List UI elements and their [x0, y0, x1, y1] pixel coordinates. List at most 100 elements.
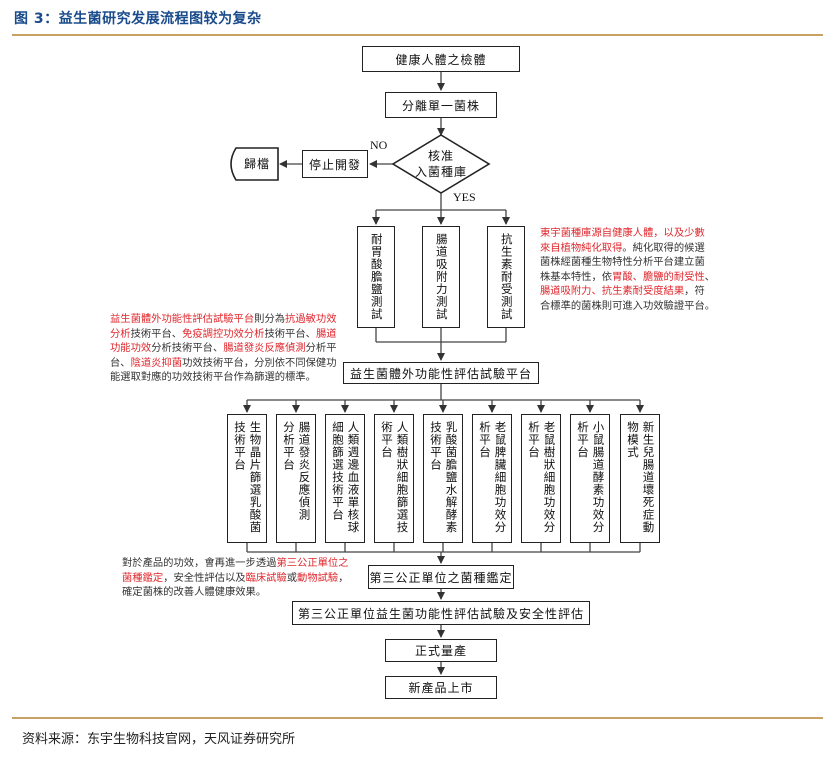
third-party-evaluation-box: 第三公正單位益生菌功能性評估試驗及安全性評估: [292, 601, 590, 625]
note-text: 技術平台、: [264, 327, 316, 340]
box-text-column: 新生兒腸道壞死症動: [641, 421, 656, 534]
top-rule: [12, 34, 823, 36]
note-text: 則分為: [254, 313, 286, 325]
note-highlight: 胃酸、膽鹽的耐受性: [612, 270, 705, 283]
box-text-column: 小鼠腸道酵素功效分: [591, 421, 606, 534]
decision-line-2: 入菌種庫: [414, 165, 467, 179]
note-text: ，安全性評估以及: [163, 571, 246, 584]
note-text: 株基本特性，依: [540, 270, 613, 283]
decision-label: 核准 入菌種庫: [401, 148, 481, 180]
box-text-column: 術平台: [380, 421, 394, 459]
box-text-column: 人類週邊血液單核球: [346, 421, 361, 534]
note-highlight: 腸道: [315, 327, 337, 340]
note-line: 分析技術平台、免疫調控功效分析技術平台、腸道: [110, 327, 355, 342]
test-box-antibiotic: 抗生素耐受測試: [487, 226, 525, 328]
analysis-box-4: 人類樹狀細胞篩選技術平台: [374, 414, 414, 543]
box-text-column: 技術平台: [429, 421, 443, 471]
note-text: 對於產品的功效，會再進一步透過: [122, 557, 277, 569]
note-text: 技術平台、: [130, 327, 183, 340]
figure-source: 资料来源：东宇生物科技官网，天风证券研究所: [22, 732, 296, 747]
health-sample-box: 健康人體之檢體: [362, 46, 520, 72]
archive-shape: [230, 147, 279, 181]
stop-development-box: 停止開發: [302, 150, 368, 178]
box-text-column: 析平台: [527, 421, 541, 459]
yes-label: YES: [453, 190, 476, 204]
note-text: 能選取對應的功效技術平台作為篩選的標準。: [110, 371, 316, 383]
box-text-column: 腸道吸附力測試: [434, 233, 449, 321]
note-line: 來自植物純化取得。純化取得的候選: [540, 241, 720, 256]
archive-label: 歸檔: [243, 157, 270, 171]
test-box-adhesion: 腸道吸附力測試: [422, 226, 460, 328]
mass-production-box: 正式量產: [385, 639, 497, 662]
note-highlight: 腸道發炎反應偵測: [223, 342, 306, 354]
decision-diamond: [391, 134, 491, 194]
note-line: 確定菌株的改善人體健康效果。: [122, 585, 362, 600]
note-highlight: 陰道炎抑菌: [130, 356, 183, 369]
box-text-column: 老鼠樹狀細胞功效分: [542, 421, 557, 534]
analysis-box-8: 小鼠腸道酵素功效分析平台: [570, 414, 610, 543]
note-highlight: 第三公正單位之: [276, 557, 349, 569]
analysis-box-6: 老鼠脾臟細胞功效分析平台: [472, 414, 512, 543]
note-text: 菌株經菌種生物特性分析平台建立菌: [540, 256, 705, 268]
box-text-column: 耐胃酸膽鹽測試: [369, 233, 384, 321]
note-line: 台、陰道炎抑菌功效技術平台，分別依不同保健功: [110, 356, 355, 371]
box-text-column: 物模式: [626, 421, 640, 459]
note-left: 益生菌體外功能性評估試驗平台則分為抗過敏功效分析技術平台、免疫調控功效分析技術平…: [110, 312, 355, 385]
box-text-column: 析平台: [576, 421, 590, 459]
in-vitro-platform-box: 益生菌體外功能性評估試驗平台: [343, 362, 539, 384]
note-text: 或: [286, 571, 298, 584]
note-text: 分析技術平台、: [151, 342, 224, 354]
analysis-box-1: 生物晶片篩選乳酸菌技術平台: [227, 414, 267, 543]
test-box-acid-bile: 耐胃酸膽鹽測試: [357, 226, 395, 328]
note-highlight: 動物試驗: [297, 571, 339, 584]
note-line: 腸道吸附力、抗生素耐受度結果，符: [540, 284, 720, 299]
box-text-column: 人類樹狀細胞篩選技: [395, 421, 410, 534]
bottom-rule: [12, 717, 823, 719]
note-text: 分析平: [305, 342, 337, 354]
note-bottom: 對於產品的功效，會再進一步透過第三公正單位之菌種鑑定，安全性評估以及臨床試驗或動…: [122, 556, 362, 600]
note-text: ，符: [684, 285, 705, 297]
note-highlight: 東宇菌種庫源自健康人體，以及少數: [540, 227, 705, 239]
note-highlight: 分析: [110, 327, 131, 340]
decision-line-1: 核准: [427, 149, 454, 163]
note-line: 菌株經菌種生物特性分析平台建立菌: [540, 255, 720, 270]
analysis-box-3: 人類週邊血液單核球細胞篩選技術平台: [325, 414, 365, 543]
note-line: 株基本特性，依胃酸、膽鹽的耐受性、: [540, 270, 720, 285]
box-text-column: 生物晶片篩選乳酸菌: [248, 421, 263, 534]
product-launch-box: 新產品上市: [385, 676, 497, 699]
note-line: 菌種鑑定，安全性評估以及臨床試驗或動物試驗，: [122, 571, 362, 586]
box-text-column: 分析平台: [282, 421, 296, 471]
analysis-box-5: 乳酸菌膽鹽水解酵素技術平台: [423, 414, 463, 543]
note-text: 功效技術平台，分別依不同保健功: [182, 356, 337, 369]
note-line: 合標準的菌株則可進入功效驗證平台。: [540, 299, 720, 314]
note-highlight: 抗過敏功效: [285, 313, 337, 325]
box-text-column: 技術平台: [233, 421, 247, 471]
figure-title: 图 3：益生菌研究发展流程图较为复杂: [14, 11, 262, 27]
note-line: 能選取對應的功效技術平台作為篩選的標準。: [110, 370, 355, 385]
no-label: NO: [370, 138, 388, 152]
isolate-strain-box: 分離單一菌株: [385, 92, 497, 118]
note-highlight: 來自植物純化取得: [540, 241, 623, 254]
note-highlight: 臨床試驗: [245, 571, 287, 584]
analysis-box-9: 新生兒腸道壞死症動物模式: [620, 414, 660, 543]
note-line: 對於產品的功效，會再進一步透過第三公正單位之: [122, 556, 362, 571]
note-text: ，: [338, 571, 349, 584]
note-highlight: 腸道吸附力、抗生素耐受度結果: [540, 285, 685, 297]
note-text: 台、: [110, 356, 131, 369]
box-text-column: 老鼠脾臟細胞功效分: [493, 421, 508, 534]
analysis-box-2: 腸道發炎反應偵測分析平台: [276, 414, 316, 543]
note-highlight: 菌種鑑定: [122, 571, 164, 584]
note-right: 東宇菌種庫源自健康人體，以及少數來自植物純化取得。純化取得的候選菌株經菌種生物特…: [540, 226, 720, 313]
note-highlight: 益生菌體外功能性評估試驗平台: [110, 313, 255, 325]
box-text-column: 抗生素耐受測試: [499, 233, 514, 321]
analysis-box-7: 老鼠樹狀細胞功效分析平台: [521, 414, 561, 543]
note-highlight: 免疫調控功效分析: [182, 327, 265, 340]
box-text-column: 細胞篩選技術平台: [331, 421, 345, 521]
note-text: 、: [704, 270, 716, 283]
note-line: 益生菌體外功能性評估試驗平台則分為抗過敏功效: [110, 312, 355, 327]
box-text-column: 腸道發炎反應偵測: [297, 421, 312, 521]
box-text-column: 乳酸菌膽鹽水解酵素: [444, 421, 459, 534]
note-line: 東宇菌種庫源自健康人體，以及少數: [540, 226, 720, 241]
box-text-column: 析平台: [478, 421, 492, 459]
